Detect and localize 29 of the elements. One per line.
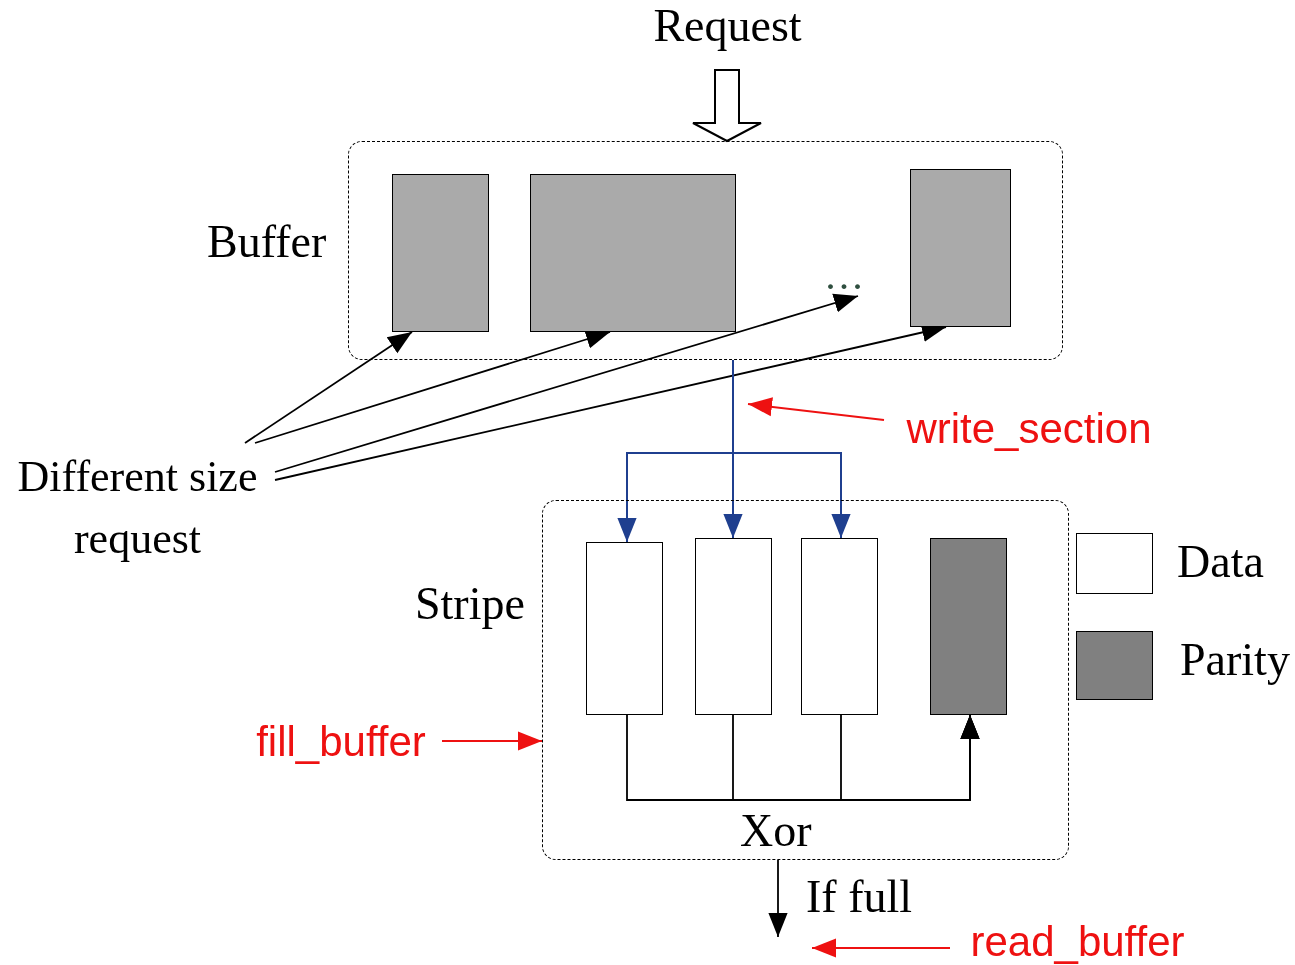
- node-label: Different size request: [0, 443, 275, 573]
- node-label: Request: [630, 0, 825, 52]
- ellipsis-label: ...: [814, 261, 880, 296]
- data-block: [800, 537, 878, 715]
- pointer-arrow: [811, 938, 951, 958]
- pointer-arrow: [768, 859, 788, 938]
- edge-label: If full: [806, 872, 912, 923]
- pointer-arrow: [747, 397, 885, 421]
- group-title: Stripe: [415, 579, 525, 630]
- parity-block: [929, 537, 1007, 715]
- arrow: [840, 714, 980, 801]
- annotation-label: fill_buffer: [240, 716, 442, 768]
- annotation-label: write_section: [884, 403, 1174, 455]
- arrow: [254, 330, 611, 444]
- data-block: [694, 537, 772, 715]
- buffer-block: [529, 173, 736, 332]
- legend-label: Data: [1177, 537, 1264, 588]
- arrow: [732, 359, 851, 539]
- group-title: Buffer: [207, 217, 327, 268]
- data-block: [585, 541, 663, 715]
- buffer-block: [391, 173, 489, 332]
- block-arrow: [692, 69, 762, 143]
- arrow: [441, 731, 543, 751]
- buffer-block: [909, 168, 1011, 327]
- arrow: [274, 293, 859, 473]
- arrow: [244, 331, 413, 444]
- legend-label: Parity: [1180, 635, 1290, 686]
- operation-label: Xor: [740, 806, 812, 857]
- annotation-label: read_buffer: [950, 918, 1205, 965]
